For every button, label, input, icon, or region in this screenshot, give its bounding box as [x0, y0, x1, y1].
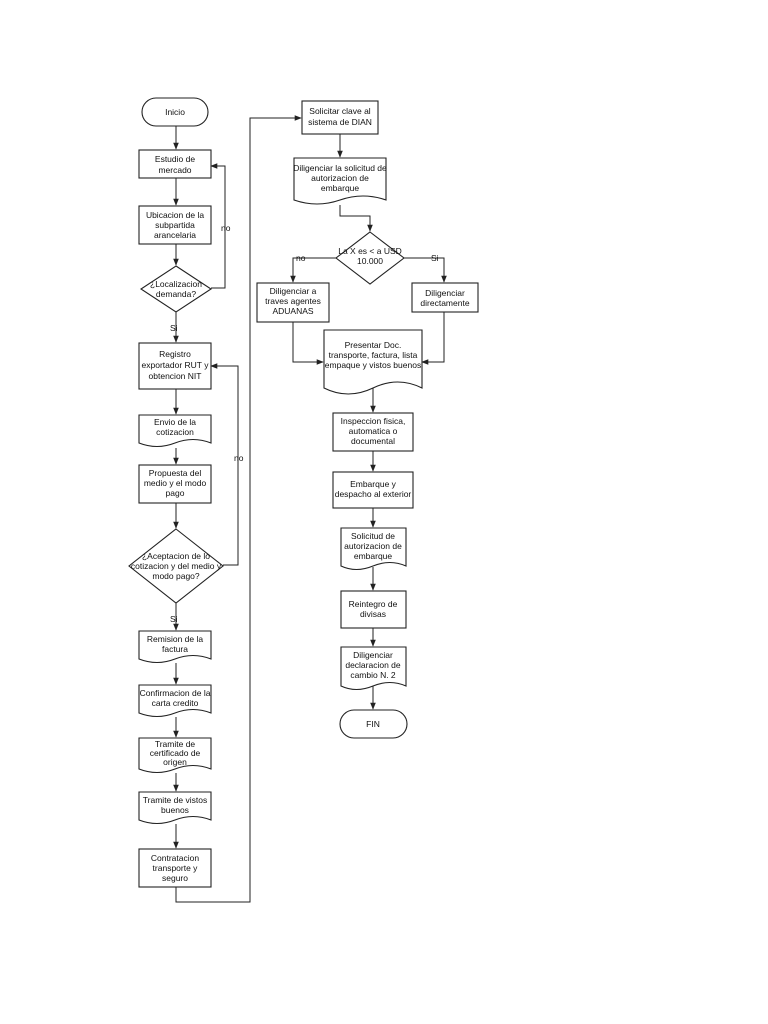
- edge-directo-presentar: [421, 312, 445, 365]
- edge-aceptacion-no: [210, 363, 239, 566]
- svg-text:Presentar Doc.transporte, fact: Presentar Doc.transporte, factura, lista…: [325, 340, 421, 370]
- edge-localizacion-no: [210, 163, 226, 289]
- edge-decision-si: [404, 257, 447, 283]
- edge-contratacion-solicitar-clave: [175, 115, 302, 903]
- edge-aduanas-presentar: [292, 322, 324, 365]
- label-aceptacion-si: Si: [170, 614, 178, 624]
- edge-decision-no: [290, 257, 336, 283]
- edge-solicitud-decision: [339, 205, 373, 232]
- label-decision-no: no: [296, 253, 306, 263]
- svg-text:FIN: FIN: [366, 719, 380, 729]
- connectors: [173, 115, 447, 903]
- node-presentar-documentos: Presentar Doc.transporte, factura, lista…: [323, 329, 423, 395]
- label-aceptacion-no: no: [234, 453, 244, 463]
- node-fin: FIN: [339, 709, 408, 739]
- label-localizacion-si: Si: [170, 323, 178, 333]
- svg-text:Inicio: Inicio: [165, 107, 185, 117]
- edge-labels: no Si no Si no Si: [170, 223, 439, 624]
- node-inicio: Inicio: [141, 97, 209, 127]
- label-localizacion-no: no: [221, 223, 231, 233]
- label-decision-si: Si: [431, 253, 439, 263]
